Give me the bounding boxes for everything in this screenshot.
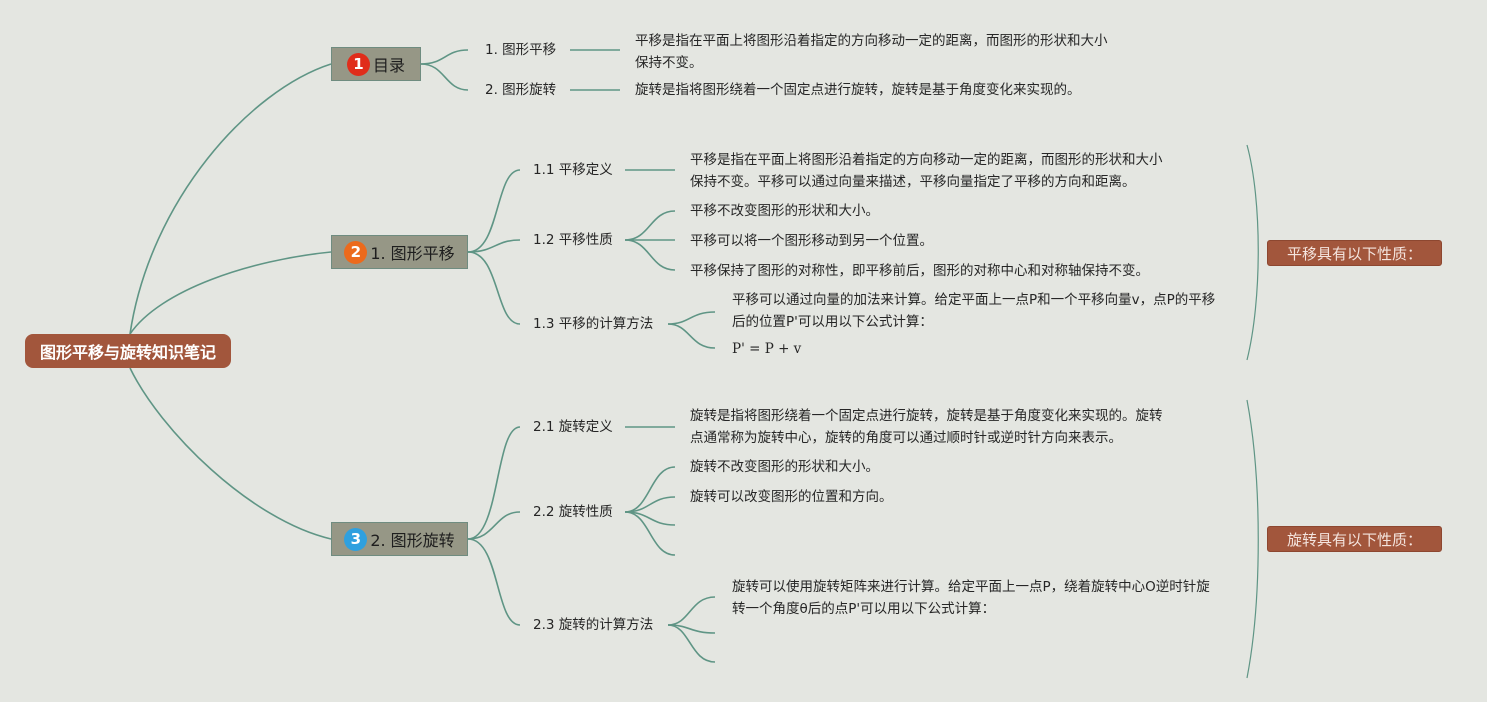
branch-rotation-label: 2. 图形旋转 [370, 531, 455, 550]
branch-translation-label: 1. 图形平移 [370, 244, 455, 263]
text-line: 后的位置P'可以用以下公式计算： [732, 314, 933, 330]
translation-summary-label: 平移具有以下性质： [1286, 244, 1422, 263]
rotation-summary-label: 旋转具有以下性质： [1286, 530, 1422, 549]
root-topic[interactable]: 图形平移与旋转知识笔记 [25, 334, 231, 368]
text-line: 转一个角度θ后的点P'可以用以下公式计算： [732, 601, 996, 617]
connector-translation-definition [467, 169, 521, 253]
toc-item-rotation[interactable]: 2. 图形旋转 [485, 82, 557, 98]
toc-item-rotation-text: 旋转是指将图形绕着一个固定点进行旋转，旋转是基于角度变化来实现的。 [635, 82, 1081, 98]
branch-toc[interactable]: 1 目录 [331, 47, 421, 81]
connector-rotation-calculation-a [667, 596, 716, 626]
text-line: 平移是指在平面上将图形沿着指定的方向移动一定的距离，而图形的形状和大小 [635, 33, 1108, 49]
connector-translation-calculation-a [667, 311, 716, 325]
translation-summary[interactable]: 平移具有以下性质： [1267, 240, 1442, 266]
subtopic-translation-properties[interactable]: 1.2 平移性质 [533, 232, 613, 248]
branch-toc-label: 目录 [372, 56, 405, 75]
text-line: 点通常称为旋转中心，旋转的角度可以通过顺时针或逆时针方向来表示。 [690, 430, 1122, 446]
connector-rotation-properties [467, 511, 521, 540]
connector-translation-calculation [467, 251, 521, 325]
text-line: 旋转是指将图形绕着一个固定点进行旋转，旋转是基于角度变化来实现的。旋转 [690, 408, 1163, 424]
rotation-property-1: 旋转不改变图形的形状和大小。 [690, 459, 879, 475]
number-badge-3: 3 [344, 527, 368, 551]
rotation-summary-brace [1246, 399, 1259, 679]
connector-rotation-properties-d [624, 511, 676, 556]
branch-rotation[interactable]: 3 2. 图形旋转 [331, 522, 468, 556]
rotation-property-2: 旋转可以改变图形的位置和方向。 [690, 489, 893, 505]
connector-translation-properties-a [624, 210, 676, 241]
text-line: 平移是指在平面上将图形沿着指定的方向移动一定的距离，而图形的形状和大小 [690, 152, 1163, 168]
rotation-summary[interactable]: 旋转具有以下性质： [1267, 526, 1442, 552]
connector-translation-calculation-b [667, 323, 716, 349]
toc-item-translation[interactable]: 1. 图形平移 [485, 42, 557, 58]
number-badge-2: 2 [344, 240, 368, 264]
connector-root-toc [129, 63, 332, 335]
translation-definition-text: 平移是指在平面上将图形沿着指定的方向移动一定的距离，而图形的形状和大小 保持不变… [690, 149, 1163, 193]
connector-translation-properties-c [624, 239, 676, 271]
text-line: 保持不变。平移可以通过向量来描述，平移向量指定了平移的方向和距离。 [690, 174, 1136, 190]
rotation-calculation-text: 旋转可以使用旋转矩阵来进行计算。给定平面上一点P，绕着旋转中心O逆时针旋 转一个… [732, 576, 1210, 620]
connector-toc-item1 [420, 49, 469, 65]
number-badge-1: 1 [346, 52, 370, 76]
connector-translation-properties [467, 239, 521, 253]
translation-formula: P' = P + v [732, 341, 802, 357]
connector-rotation-calculation [467, 538, 521, 626]
text-line: 保持不变。 [635, 55, 703, 71]
translation-calculation-text: 平移可以通过向量的加法来计算。给定平面上一点P和一个平移向量v，点P的平移 后的… [732, 289, 1215, 333]
subtopic-rotation-calculation[interactable]: 2.3 旋转的计算方法 [533, 617, 654, 633]
subtopic-translation-calculation[interactable]: 1.3 平移的计算方法 [533, 316, 654, 332]
connector-rotation-calculation-c [667, 624, 716, 663]
connector-root-translation [129, 251, 332, 335]
subtopic-translation-definition[interactable]: 1.1 平移定义 [533, 162, 613, 178]
root-topic-label: 图形平移与旋转知识笔记 [39, 343, 216, 362]
toc-item-translation-text: 平移是指在平面上将图形沿着指定的方向移动一定的距离，而图形的形状和大小 保持不变… [635, 30, 1108, 74]
text-line: 旋转可以使用旋转矩阵来进行计算。给定平面上一点P，绕着旋转中心O逆时针旋 [732, 579, 1210, 595]
branch-translation[interactable]: 2 1. 图形平移 [331, 235, 468, 269]
translation-property-2: 平移可以将一个图形移动到另一个位置。 [690, 233, 933, 249]
text-line: 平移可以通过向量的加法来计算。给定平面上一点P和一个平移向量v，点P的平移 [732, 292, 1216, 308]
connector-toc-item2 [420, 63, 469, 91]
translation-property-3: 平移保持了图形的对称性，即平移前后，图形的对称中心和对称轴保持不变。 [690, 263, 1149, 279]
connector-root-rotation [129, 367, 332, 540]
translation-summary-brace [1246, 144, 1259, 361]
subtopic-rotation-properties[interactable]: 2.2 旋转性质 [533, 504, 613, 520]
subtopic-rotation-definition[interactable]: 2.1 旋转定义 [533, 419, 613, 435]
connector-rotation-properties-a [624, 466, 676, 513]
translation-property-1: 平移不改变图形的形状和大小。 [690, 203, 879, 219]
rotation-definition-text: 旋转是指将图形绕着一个固定点进行旋转，旋转是基于角度变化来实现的。旋转 点通常称… [690, 405, 1163, 449]
connector-rotation-definition [467, 426, 521, 540]
